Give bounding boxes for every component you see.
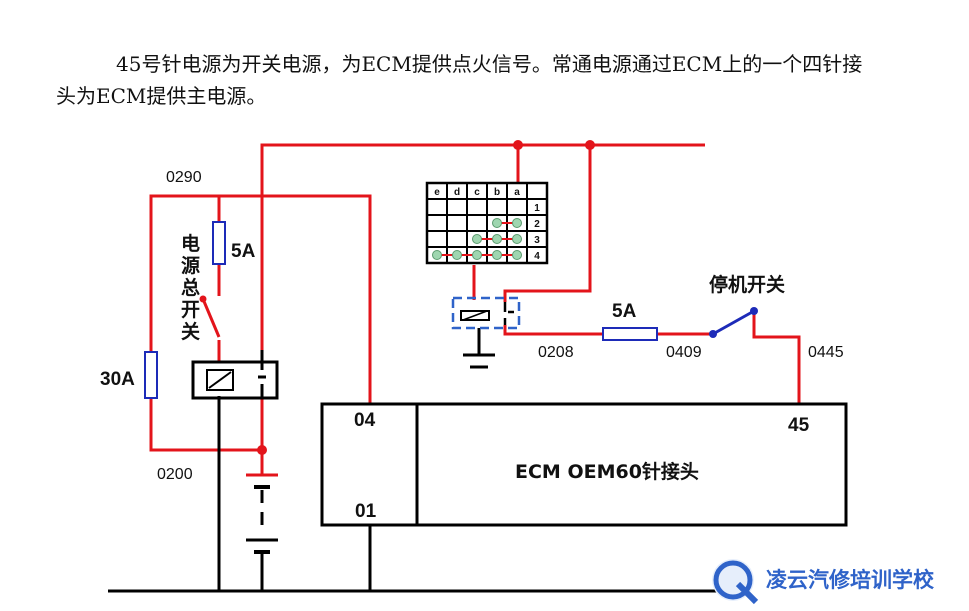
connector-pin-dot [452, 250, 462, 260]
q-logo-icon [712, 559, 759, 605]
stop-switch-icon [709, 307, 758, 338]
label-wire-0208: 0208 [538, 344, 574, 361]
junction-node-c [257, 445, 267, 455]
four-pin-connector-grid: e d c b a 1 2 3 4 [425, 181, 549, 265]
main-relay-icon [191, 350, 279, 400]
battery-icon [246, 473, 278, 554]
watermark-text: 凌云汽修培训学校 [766, 568, 935, 592]
description-paragraph: 45号针电源为开关电源，为ECM提供点火信号。常通电源通过ECM上的一个四针接 … [56, 48, 916, 112]
connector-pin-dot [432, 250, 442, 260]
label-wire-0445: 0445 [808, 344, 844, 361]
connector-col-label: a [514, 187, 520, 198]
fuse-5a-left-icon [212, 221, 226, 265]
connector-pin-dot [472, 234, 482, 244]
wire-relay-feed [503, 145, 592, 302]
wire-0200 [149, 398, 264, 475]
label-ecm-pin-45: 45 [788, 415, 810, 436]
wire-main-feed [260, 143, 705, 350]
connector-pin-dot [512, 250, 522, 260]
label-main-switch-2: 源 [181, 254, 200, 277]
connector-pin-dot [472, 250, 482, 260]
junction-node-b [585, 140, 595, 150]
wire-0445 [752, 312, 801, 405]
connector-col-label: e [434, 187, 440, 198]
connector-pin-dot [492, 250, 502, 260]
label-ecm-pin-04: 04 [354, 410, 376, 431]
connector-row-label: 4 [534, 251, 540, 262]
description-line-1: 45号针电源为开关电源，为ECM提供点火信号。常通电源通过ECM上的一个四针接 [116, 52, 863, 76]
connector-col-label: b [494, 187, 500, 198]
power-wires [149, 140, 801, 475]
label-ecm-pin-01: 01 [355, 501, 377, 522]
connector-pin-dot [512, 218, 522, 228]
connector-row-label: 1 [534, 203, 540, 214]
ecm-connector [320, 402, 848, 527]
label-fuse-30a: 30A [100, 369, 135, 390]
connector-pin-dot [512, 234, 522, 244]
label-stop-switch: 停机开关 [709, 273, 785, 296]
wire-switch-lever [201, 298, 221, 338]
connector-row-label: 3 [534, 235, 540, 246]
ground-wires [108, 328, 720, 593]
aux-relay-icon [451, 296, 521, 330]
label-wire-0290: 0290 [166, 169, 202, 186]
fuse-5a-right-icon [602, 327, 658, 341]
label-main-switch-4: 开 [181, 299, 200, 321]
connector-col-label: c [474, 187, 480, 198]
label-main-switch-5: 关 [181, 320, 200, 343]
junction-node-a [513, 140, 523, 150]
label-fuse-5a-right: 5A [612, 301, 637, 322]
label-fuse-5a-left: 5A [231, 241, 256, 262]
fuse-30a-icon [144, 351, 158, 399]
label-main-switch-3: 总 [181, 276, 200, 299]
label-main-switch-1: 电 [181, 232, 200, 255]
label-wire-0200: 0200 [157, 466, 193, 483]
connector-pin-dot [492, 234, 502, 244]
connector-row-label: 2 [534, 219, 540, 230]
switch-contact-red [199, 295, 207, 303]
label-wire-0409: 0409 [666, 344, 702, 361]
description-line-2: 头为ECM提供主电源。 [56, 84, 267, 108]
label-ecm-title: ECM OEM60针接头 [515, 460, 699, 483]
watermark: 凌云汽修培训学校 [712, 559, 935, 605]
connector-col-label: d [454, 187, 460, 198]
wire-0208 [503, 325, 603, 336]
connector-pin-dot [492, 218, 502, 228]
